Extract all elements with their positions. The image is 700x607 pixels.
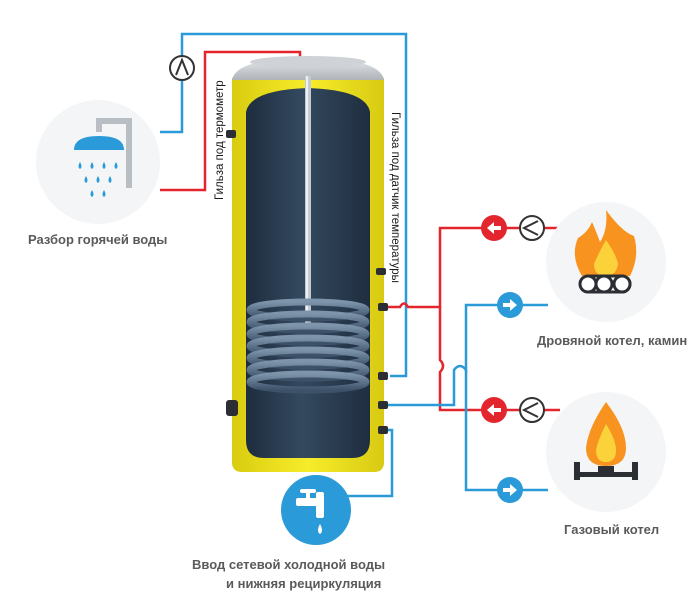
gas-boiler-hot-arrow <box>481 397 507 423</box>
cold-water-inlet-node <box>281 475 351 545</box>
wood-boiler-hot-arrow <box>481 215 507 241</box>
gas-boiler-label: Газовый котел <box>564 522 659 537</box>
cold-water-inlet-label-line1: Ввод сетевой холодной воды <box>192 557 385 572</box>
cold-water-inlet-label-line2: и нижняя рециркуляция <box>226 576 381 591</box>
hot-water-outlet-label: Разбор горячей воды <box>28 232 167 247</box>
gas-boiler-pump <box>519 397 545 423</box>
coil-return-pipe-lower <box>464 370 548 492</box>
sensor-sleeve-label: Гильза под датчик температуры <box>389 112 401 283</box>
coil-supply-pipe-lower <box>438 307 482 412</box>
tank-fittings <box>226 130 388 434</box>
gas-boiler-cold-arrow <box>497 477 523 503</box>
thermometer-sleeve-label: Гильза под термометр <box>214 80 226 200</box>
wood-boiler-cold-arrow <box>497 292 523 318</box>
coil-return-pipe <box>384 303 548 407</box>
wood-boiler-label: Дровяной котел, камин <box>537 333 687 348</box>
gas-boiler-node <box>546 392 666 512</box>
wood-boiler-node <box>546 202 666 322</box>
wood-boiler-pump <box>519 215 545 241</box>
heat-exchanger-coil <box>246 298 370 394</box>
storage-tank <box>226 56 388 472</box>
water-tap-icon <box>296 489 324 534</box>
gas-burner-icon <box>574 402 638 480</box>
shower-icon <box>74 118 132 197</box>
hot-water-outlet-node <box>36 100 160 224</box>
wood-fire-icon <box>574 210 637 294</box>
coil-supply-pipe <box>384 226 482 309</box>
recirculation-pipe <box>160 32 408 378</box>
circulation-pump-icon <box>169 55 195 81</box>
